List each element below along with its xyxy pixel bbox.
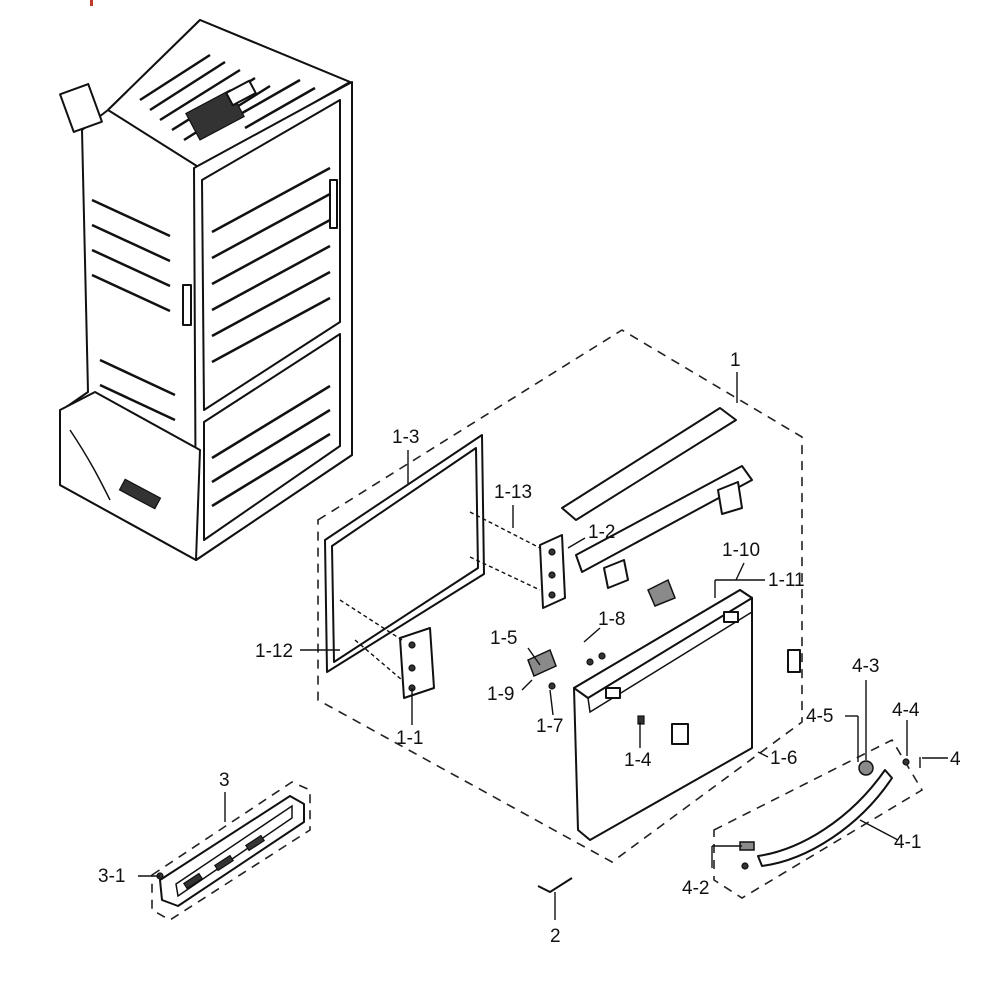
callout-1-9: 1-9 (487, 684, 514, 705)
part-2-bracket (537, 877, 573, 893)
callout-1-10: 1-10 (722, 540, 760, 561)
callout-1-5: 1-5 (490, 628, 517, 649)
door-gasket (324, 434, 485, 673)
callout-1-12: 1-12 (255, 641, 293, 662)
callout-4-5: 4-5 (806, 706, 833, 727)
callout-1-7: 1-7 (536, 716, 563, 737)
callout-2: 2 (550, 926, 561, 947)
part-4-handle (739, 758, 910, 870)
door-stoppers (527, 578, 676, 690)
part-4-boundary (713, 738, 924, 899)
callout-3: 3 (219, 770, 230, 791)
corner-mark (90, 0, 93, 6)
refrigerator-cabinet (59, 19, 353, 561)
callout-labels: 1 1-3 1-13 1-2 1-10 1-11 1-8 1-5 1-12 1-… (98, 350, 961, 947)
leader-lines (138, 372, 948, 920)
callout-4-2: 4-2 (682, 878, 709, 899)
callout-4-4: 4-4 (892, 700, 920, 721)
part-3-boundary (151, 781, 311, 921)
door-handles (561, 407, 753, 589)
callout-1-1: 1-1 (396, 728, 423, 749)
lower-hinge (339, 599, 435, 699)
callout-1-11: 1-11 (768, 570, 805, 591)
freezer-door-panel (573, 589, 801, 841)
callout-1-4: 1-4 (624, 750, 652, 771)
callout-4: 4 (950, 749, 961, 770)
callout-3-1: 3-1 (98, 866, 125, 887)
callout-1: 1 (730, 350, 741, 371)
part-3-rail (156, 795, 305, 907)
callout-1-3: 1-3 (392, 427, 419, 448)
callout-4-1: 4-1 (894, 832, 921, 853)
callout-1-2: 1-2 (588, 522, 615, 543)
callout-1-6: 1-6 (770, 748, 797, 769)
callout-1-8: 1-8 (598, 609, 625, 630)
callout-1-13: 1-13 (494, 482, 532, 503)
callout-4-3: 4-3 (852, 656, 879, 677)
door-assembly-boundary (317, 329, 803, 863)
upper-hinge (469, 511, 566, 609)
